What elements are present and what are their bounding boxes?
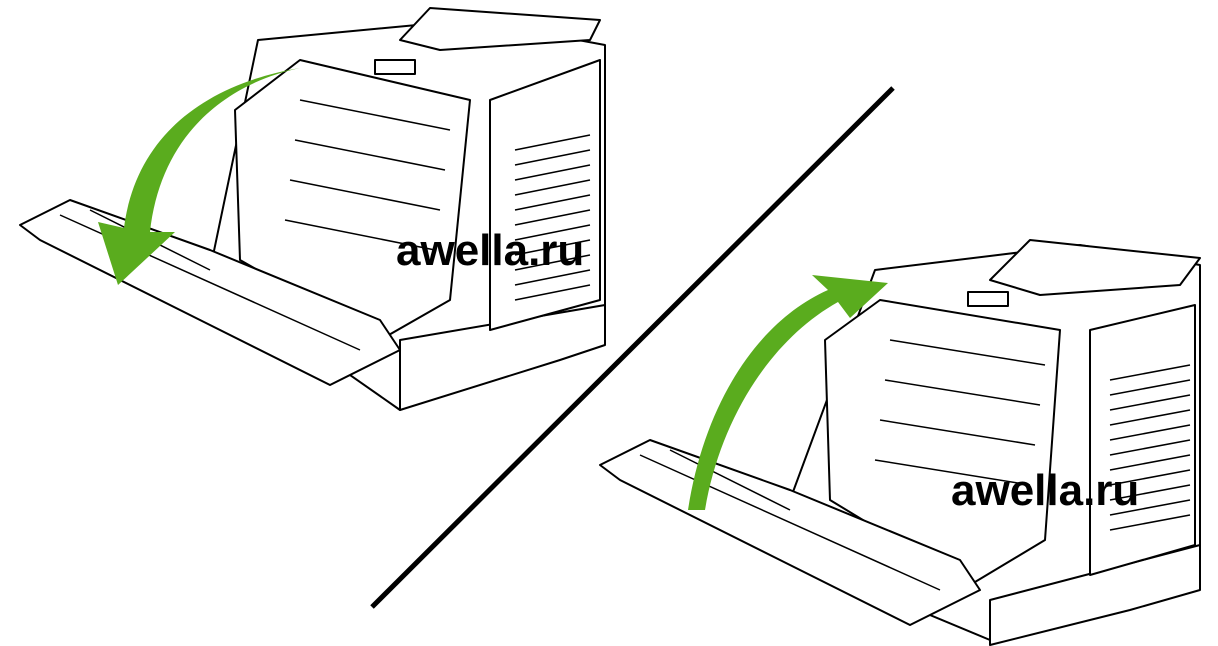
printer-door-closing [599, 239, 1201, 646]
printer-door-open [19, 7, 606, 411]
divider-line [370, 86, 895, 609]
arrow-down-icon [98, 68, 300, 285]
side-vents [1109, 364, 1191, 531]
arrow-up-icon [688, 275, 888, 510]
side-vents [514, 134, 591, 301]
watermark-right: awella.ru [951, 466, 1140, 515]
control-panel [967, 291, 1009, 307]
watermark-left: awella.ru [396, 226, 585, 275]
control-panel [374, 59, 416, 75]
